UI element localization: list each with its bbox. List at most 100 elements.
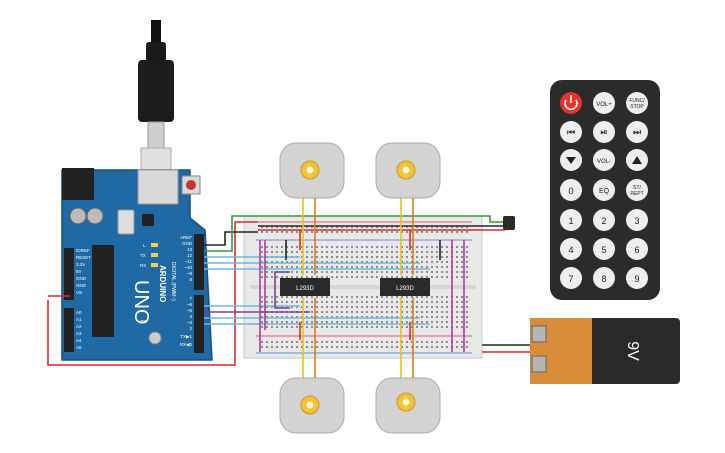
pin-tx: TX▶1	[180, 334, 192, 339]
arduino-brand: ARDUINO	[158, 265, 167, 302]
digit-2-label: 2	[601, 216, 606, 226]
atmega-chip	[92, 245, 114, 337]
power-icon	[564, 95, 578, 111]
analog-header	[64, 308, 74, 352]
digit-1-label: 1	[568, 216, 573, 226]
vol-up-button[interactable]	[593, 92, 615, 114]
digit-3-button[interactable]	[626, 209, 648, 231]
rewind-button[interactable]	[560, 121, 582, 143]
forward-button[interactable]	[626, 121, 648, 143]
pin-d4: 4	[189, 314, 192, 319]
pin-d11: ~11	[185, 259, 193, 264]
chip-left-label: L293D	[296, 286, 314, 292]
digit-5-label: 5	[601, 245, 606, 255]
ir-receiver	[503, 216, 515, 230]
play-pause-icon: ⏯	[600, 127, 607, 137]
power-jack	[62, 168, 94, 200]
dc-motor-top-right	[375, 142, 441, 199]
st-rept-button[interactable]	[626, 179, 648, 201]
pin-a0: A0	[76, 310, 82, 315]
digit-1-button[interactable]	[560, 209, 582, 231]
digital-header-top	[194, 234, 204, 290]
vol-down-button[interactable]	[593, 149, 615, 171]
digit-4-button[interactable]	[560, 238, 582, 260]
dc-motor-bottom-right	[375, 377, 441, 434]
vol-up-label: VOL+	[596, 102, 612, 108]
wire-gnd-black	[204, 231, 258, 246]
st-rept-label-1: ST/	[633, 185, 641, 191]
dc-motor-bottom-left	[279, 377, 345, 434]
pin-a2: A2	[76, 324, 82, 329]
pin-a5: A5	[76, 345, 82, 350]
digit-9-button[interactable]	[626, 267, 648, 289]
func-stop-label-1: FUNC/	[629, 98, 645, 104]
wires	[47, 196, 540, 380]
digit-6-button[interactable]	[626, 238, 648, 260]
breadboard	[243, 215, 483, 359]
digit-5-button[interactable]	[593, 238, 615, 260]
digit-3-label: 3	[634, 216, 639, 226]
zero-label: 0	[568, 186, 573, 196]
pin-a1: A1	[76, 317, 82, 322]
power-header	[64, 248, 74, 300]
pin-5v: 5V	[76, 269, 82, 274]
func-stop-label-2: STOP	[630, 104, 644, 110]
rewind-icon: ⏮	[567, 127, 575, 137]
pin-a3: A3	[76, 331, 82, 336]
func-stop-button[interactable]	[626, 92, 648, 114]
pin-3v3: 3.3V	[76, 262, 85, 267]
pin-d6: ~6	[187, 302, 193, 307]
pin-d2: 2	[189, 326, 192, 331]
wire-5v-red	[47, 221, 258, 366]
wire-green-ir	[204, 215, 505, 252]
pin-reset: RESET	[76, 255, 91, 260]
led-l-label: L	[143, 243, 146, 248]
digit-7-label: 7	[568, 274, 573, 284]
pin-gnd1: GND	[76, 276, 87, 281]
pin-d8: 8	[189, 277, 192, 282]
digit-8-button[interactable]	[593, 267, 615, 289]
digit-6-label: 6	[634, 245, 639, 255]
reset-button[interactable]	[186, 180, 196, 190]
arduino-model: UNO	[130, 280, 152, 324]
digital-header-bottom	[194, 295, 204, 353]
digit-7-button[interactable]	[560, 267, 582, 289]
digit-4-label: 4	[568, 245, 573, 255]
triangle-down-icon	[566, 157, 576, 164]
pin-a4: A4	[76, 338, 82, 343]
led-tx-label: TX	[140, 253, 146, 258]
digit-8-label: 8	[601, 274, 606, 284]
play-pause-button[interactable]	[593, 121, 615, 143]
zero-button[interactable]	[560, 179, 582, 201]
pin-d7: 7	[189, 296, 192, 301]
battery-9v	[530, 318, 680, 384]
triangle-up-icon	[632, 156, 642, 164]
eq-label: EQ	[599, 188, 610, 195]
on-label: ON	[140, 319, 147, 324]
pin-aref: AREF	[180, 235, 192, 240]
forward-icon: ⏭	[633, 127, 641, 137]
digit-2-button[interactable]	[593, 209, 615, 231]
analog-label: ANALOG IN	[54, 310, 60, 338]
pin-d9: ~9	[187, 271, 193, 276]
eq-button[interactable]	[593, 179, 615, 201]
st-rept-label-2: REPT	[630, 191, 643, 197]
pin-d3: ~3	[187, 320, 193, 325]
pin-gnd2: GND	[76, 283, 87, 288]
digit-9-label: 9	[634, 274, 639, 284]
usb-port	[137, 169, 179, 205]
dc-motor-top-left	[279, 142, 345, 199]
digital-label: DIGITAL (PWM~)	[170, 262, 176, 301]
pin-vin: Vin	[76, 290, 83, 295]
pin-d12: 12	[187, 253, 193, 258]
pin-d13: 13	[187, 247, 193, 252]
l293d-chip-left	[280, 278, 330, 296]
usb-cable	[138, 20, 174, 175]
pin-rx: RX◀0	[180, 342, 193, 347]
pin-d10: ~10	[184, 265, 192, 270]
l293d-chip-right	[380, 278, 430, 296]
pin-ioref: IOREF	[76, 248, 90, 253]
chip-right-label: L293D	[396, 286, 414, 292]
pin-gnd-top: GND	[182, 241, 193, 246]
